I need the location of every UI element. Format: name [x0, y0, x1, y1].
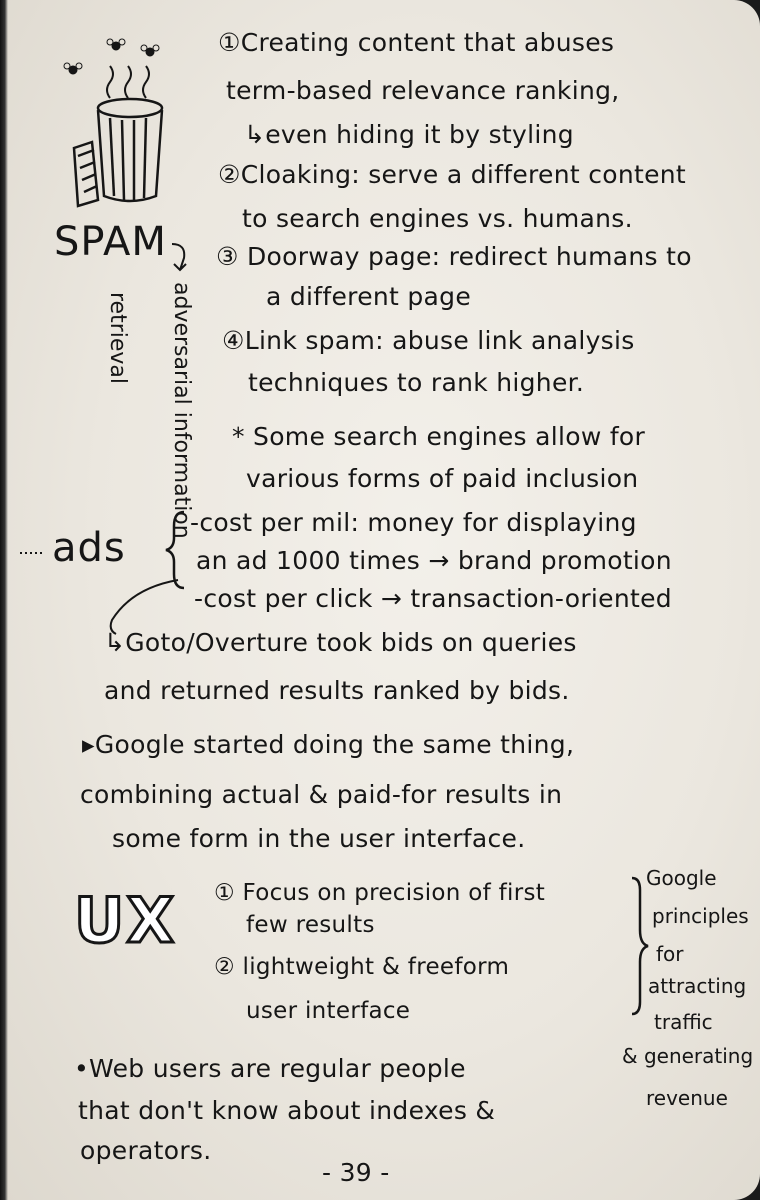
- ux-heading: UX: [72, 884, 177, 957]
- ux-side-note: revenue: [646, 1086, 728, 1110]
- spam-line: ↳even hiding it by styling: [244, 120, 574, 149]
- spam-line: ①Creating content that abuses: [218, 28, 615, 57]
- ads-line: -cost per click → transaction-oriented: [194, 584, 672, 613]
- arrow-icon: [171, 243, 187, 272]
- ux-line: ① Focus on precision of first: [214, 880, 546, 906]
- ux-line: user interface: [246, 998, 411, 1024]
- page-number: - 39 -: [322, 1158, 390, 1187]
- spam-line: ③ Doorway page: redirect humans to: [216, 242, 692, 271]
- stink-lines-icon: [106, 65, 150, 99]
- side-label-adversarial: adversarial information: [169, 282, 194, 539]
- ux-line: few results: [246, 912, 375, 938]
- ads-paragraph-line: and returned results ranked by bids.: [104, 676, 570, 705]
- footer-line: operators.: [80, 1136, 212, 1165]
- ads-line: -cost per mil: money for displaying: [190, 508, 637, 537]
- spam-heading: SPAM: [54, 219, 167, 265]
- ux-side-note: attracting: [648, 974, 747, 998]
- spam-line: term-based relevance ranking,: [226, 76, 620, 105]
- spam-line: to search engines vs. humans.: [242, 204, 633, 233]
- ads-paragraph-line: combining actual & paid-for results in: [80, 780, 563, 809]
- spam-line: ②Cloaking: serve a different content: [218, 160, 687, 189]
- footer-line: that don't know about indexes &: [78, 1096, 496, 1125]
- spam-line: various forms of paid inclusion: [246, 464, 639, 493]
- footer-line: •Web users are regular people: [74, 1054, 466, 1083]
- side-label-retrieval: retrieval: [105, 292, 130, 385]
- ux-line: ② lightweight & freeform: [214, 954, 510, 980]
- ads-heading: ads: [52, 525, 126, 571]
- ux-side-note: principles: [652, 904, 749, 928]
- brace-icon: [631, 876, 649, 1016]
- trash-can-icon: [72, 97, 164, 208]
- spam-line: ④Link spam: abuse link analysis: [222, 326, 635, 355]
- ads-paragraph-line: ↳Goto/Overture took bids on queries: [104, 628, 577, 657]
- ux-side-note: & generating: [622, 1044, 754, 1068]
- ads-line: an ad 1000 times → brand promotion: [196, 546, 672, 575]
- ux-side-note: Google: [646, 866, 717, 890]
- spam-line: a different page: [266, 282, 472, 311]
- ux-side-note: for: [656, 942, 684, 966]
- ads-paragraph-line: some form in the user interface.: [112, 824, 526, 853]
- ads-paragraph-line: ▸Google started doing the same thing,: [82, 730, 575, 759]
- ux-side-note: traffic: [654, 1010, 713, 1034]
- spam-line: techniques to rank higher.: [248, 368, 585, 397]
- spam-line: * Some search engines allow for: [232, 422, 646, 451]
- page-edge-shadow: [0, 0, 8, 1200]
- fly-icon: [63, 38, 160, 75]
- curved-arrow-icon: [109, 579, 179, 635]
